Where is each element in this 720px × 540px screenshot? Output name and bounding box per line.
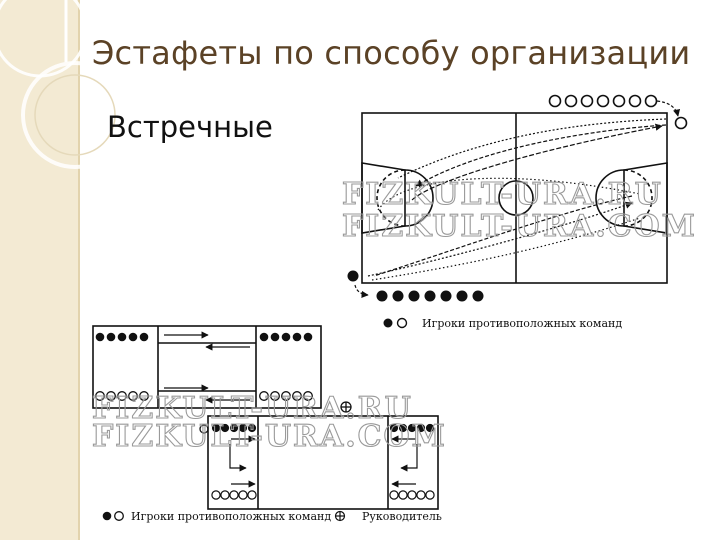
movement-paths — [367, 118, 667, 281]
leader-marker — [340, 401, 352, 413]
court-legend: Игроки противоположных команд — [383, 317, 622, 330]
decorative-side-strip — [0, 0, 78, 540]
queue-entry-arrow-top — [656, 100, 681, 117]
upper-hall-players-filled — [95, 332, 313, 342]
court-relay-diagram: Игроки противоположных команд FIZKULT-UR… — [341, 94, 697, 330]
lower-hall — [207, 415, 439, 510]
court-watermark: FIZKULT-URA.RU FIZKULT-URA.COM — [341, 176, 697, 244]
upper-hall-players-open — [95, 391, 313, 401]
rooms-legend-players-text: Игроки противоположных команд — [131, 510, 331, 523]
legend-leader-icon — [334, 510, 346, 522]
rooms-legend-leader-text: Руководитель — [362, 510, 442, 523]
lower-hall-arrows — [229, 435, 418, 488]
bottom-team-queue — [376, 290, 484, 302]
court-legend-text: Игроки противоположных команд — [422, 317, 622, 330]
slide-subtitle: Встречные — [107, 110, 273, 144]
rooms-legend: Игроки противоположных команд Руководите… — [102, 510, 442, 523]
legend-open-marker — [114, 511, 124, 521]
svg-text:FIZKULT-URA.COM: FIZKULT-URA.COM — [342, 209, 697, 244]
top-team-queue — [548, 94, 658, 108]
legend-open-marker — [396, 317, 408, 329]
rooms-relay-diagram: Игроки противоположных команд Руководите… — [91, 325, 447, 523]
queue-entry-arrow-bottom — [354, 284, 369, 298]
rooms-watermark: FIZKULT-URA.RU FIZKULT-URA.COM — [91, 390, 447, 454]
svg-text:FIZKULT-URA.COM: FIZKULT-URA.COM — [92, 419, 447, 454]
bottom-team-player — [347, 270, 359, 282]
decorative-strip-edge — [78, 0, 80, 540]
slide-title: Эстафеты по способу организации — [92, 34, 691, 72]
upper-hall-arrows — [164, 331, 250, 404]
upper-hall — [92, 325, 322, 409]
legend-filled-marker — [102, 511, 112, 521]
legend-filled-marker — [383, 318, 393, 328]
svg-text:FIZKULT-URA.RU: FIZKULT-URA.RU — [342, 177, 663, 212]
svg-text:FIZKULT-URA.RU: FIZKULT-URA.RU — [92, 391, 413, 426]
lower-hall-players — [211, 423, 435, 500]
top-team-player — [674, 116, 688, 130]
court-lines — [361, 112, 668, 284]
decorative-circles — [0, 0, 129, 169]
